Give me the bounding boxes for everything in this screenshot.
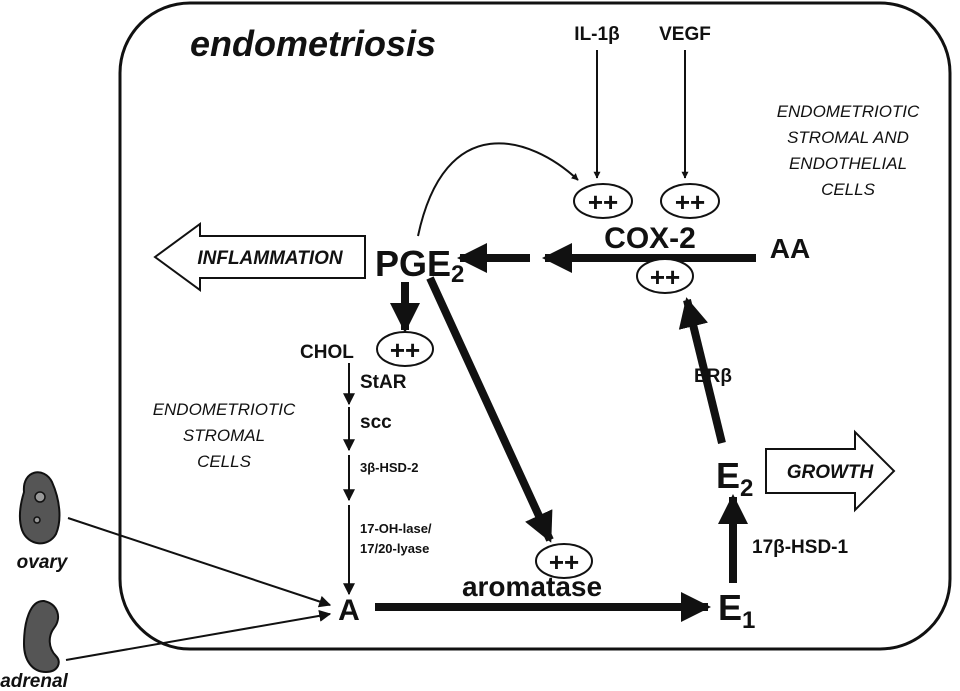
- region-line: STROMAL: [183, 426, 265, 445]
- oh-lase-label-1: 17-OH-lase/: [360, 521, 432, 536]
- adrenal-shape: [22, 599, 60, 674]
- stimulation-badge-star: ++: [376, 331, 434, 367]
- e1-sub: 1: [742, 607, 755, 634]
- inflammation-label: INFLAMMATION: [197, 248, 344, 269]
- badge-text: ++: [675, 187, 705, 217]
- e2-label: E2: [716, 455, 753, 502]
- cell-boundary: [118, 1, 952, 651]
- badge-ellipse: [573, 183, 633, 219]
- aromatase-label: aromatase: [462, 571, 602, 602]
- region-line: ENDOMETRIOTIC: [153, 400, 296, 419]
- chol-label: CHOL: [300, 342, 354, 363]
- stimulation-badge-erb: ++: [636, 258, 694, 294]
- region-stromal-label: ENDOMETRIOTIC STROMAL CELLS: [153, 400, 296, 471]
- hsd2-label: 3β-HSD-2: [360, 460, 419, 475]
- growth-arrow-shape: [765, 429, 896, 513]
- diagram-title: endometriosis: [190, 23, 436, 64]
- il1b-label: IL-1β: [574, 24, 619, 45]
- scc-label: scc: [360, 412, 392, 433]
- a-label: A: [338, 594, 360, 627]
- region-line: ENDOMETRIOTIC: [777, 102, 920, 121]
- growth-output: GROWTH: [765, 429, 896, 513]
- e1-label: E1: [718, 587, 755, 634]
- growth-label: GROWTH: [787, 462, 875, 483]
- e2-sub: 2: [740, 475, 753, 502]
- ovary-organ: ovary: [17, 471, 69, 573]
- adrenal-organ: adrenal: [0, 599, 69, 691]
- e2-to-cox2-arrow: [678, 297, 726, 444]
- stimulation-badge-il1b: ++: [573, 183, 633, 219]
- badge-ellipse: [376, 331, 434, 367]
- hsd1-label: 17β-HSD-1: [752, 537, 849, 558]
- star-label: StAR: [360, 372, 407, 393]
- badge-text: ++: [588, 187, 618, 217]
- region-line: CELLS: [197, 452, 252, 471]
- er-beta-label: ERβ: [694, 366, 732, 387]
- cox2-label: COX-2: [604, 222, 696, 255]
- inflammation-output: INFLAMMATION: [153, 222, 366, 292]
- badge-text: ++: [390, 335, 420, 365]
- inflammation-arrow-shape: [153, 222, 366, 292]
- region-stromal-endothelial-label: ENDOMETRIOTIC STROMAL AND ENDOTHELIAL CE…: [777, 102, 920, 199]
- pge2-main: PGE: [375, 243, 451, 284]
- badge-ellipse: [535, 543, 593, 579]
- stimulation-badge-aromatase: ++: [535, 543, 593, 579]
- aa-label: AA: [770, 233, 810, 264]
- e2-main: E: [716, 455, 740, 496]
- pge2-to-aromatase-arrow: [426, 276, 554, 543]
- ovary-shape: [18, 471, 61, 545]
- oh-lase-label-2: 17/20-lyase: [360, 541, 429, 556]
- ovary-follicle: [33, 516, 41, 524]
- badge-text: ++: [650, 262, 680, 292]
- ovary-follicle: [34, 491, 46, 503]
- badge-ellipse: [660, 183, 720, 219]
- badge-ellipse: [636, 258, 694, 294]
- ovary-label: ovary: [17, 552, 69, 573]
- region-line: CELLS: [821, 180, 876, 199]
- region-line: ENDOTHELIAL: [789, 154, 907, 173]
- region-line: STROMAL AND: [787, 128, 909, 147]
- pge2-sub: 2: [451, 261, 464, 288]
- vegf-label: VEGF: [659, 24, 711, 45]
- ovary-to-a-arrow: [67, 517, 332, 608]
- adrenal-to-a-arrow: [65, 609, 332, 661]
- badge-text: ++: [549, 547, 579, 577]
- stimulation-badge-vegf: ++: [660, 183, 720, 219]
- pge2-label: PGE2: [375, 243, 464, 288]
- pge2-feedback-curve: [417, 142, 579, 237]
- e1-main: E: [718, 587, 742, 628]
- adrenal-label: adrenal: [0, 671, 68, 691]
